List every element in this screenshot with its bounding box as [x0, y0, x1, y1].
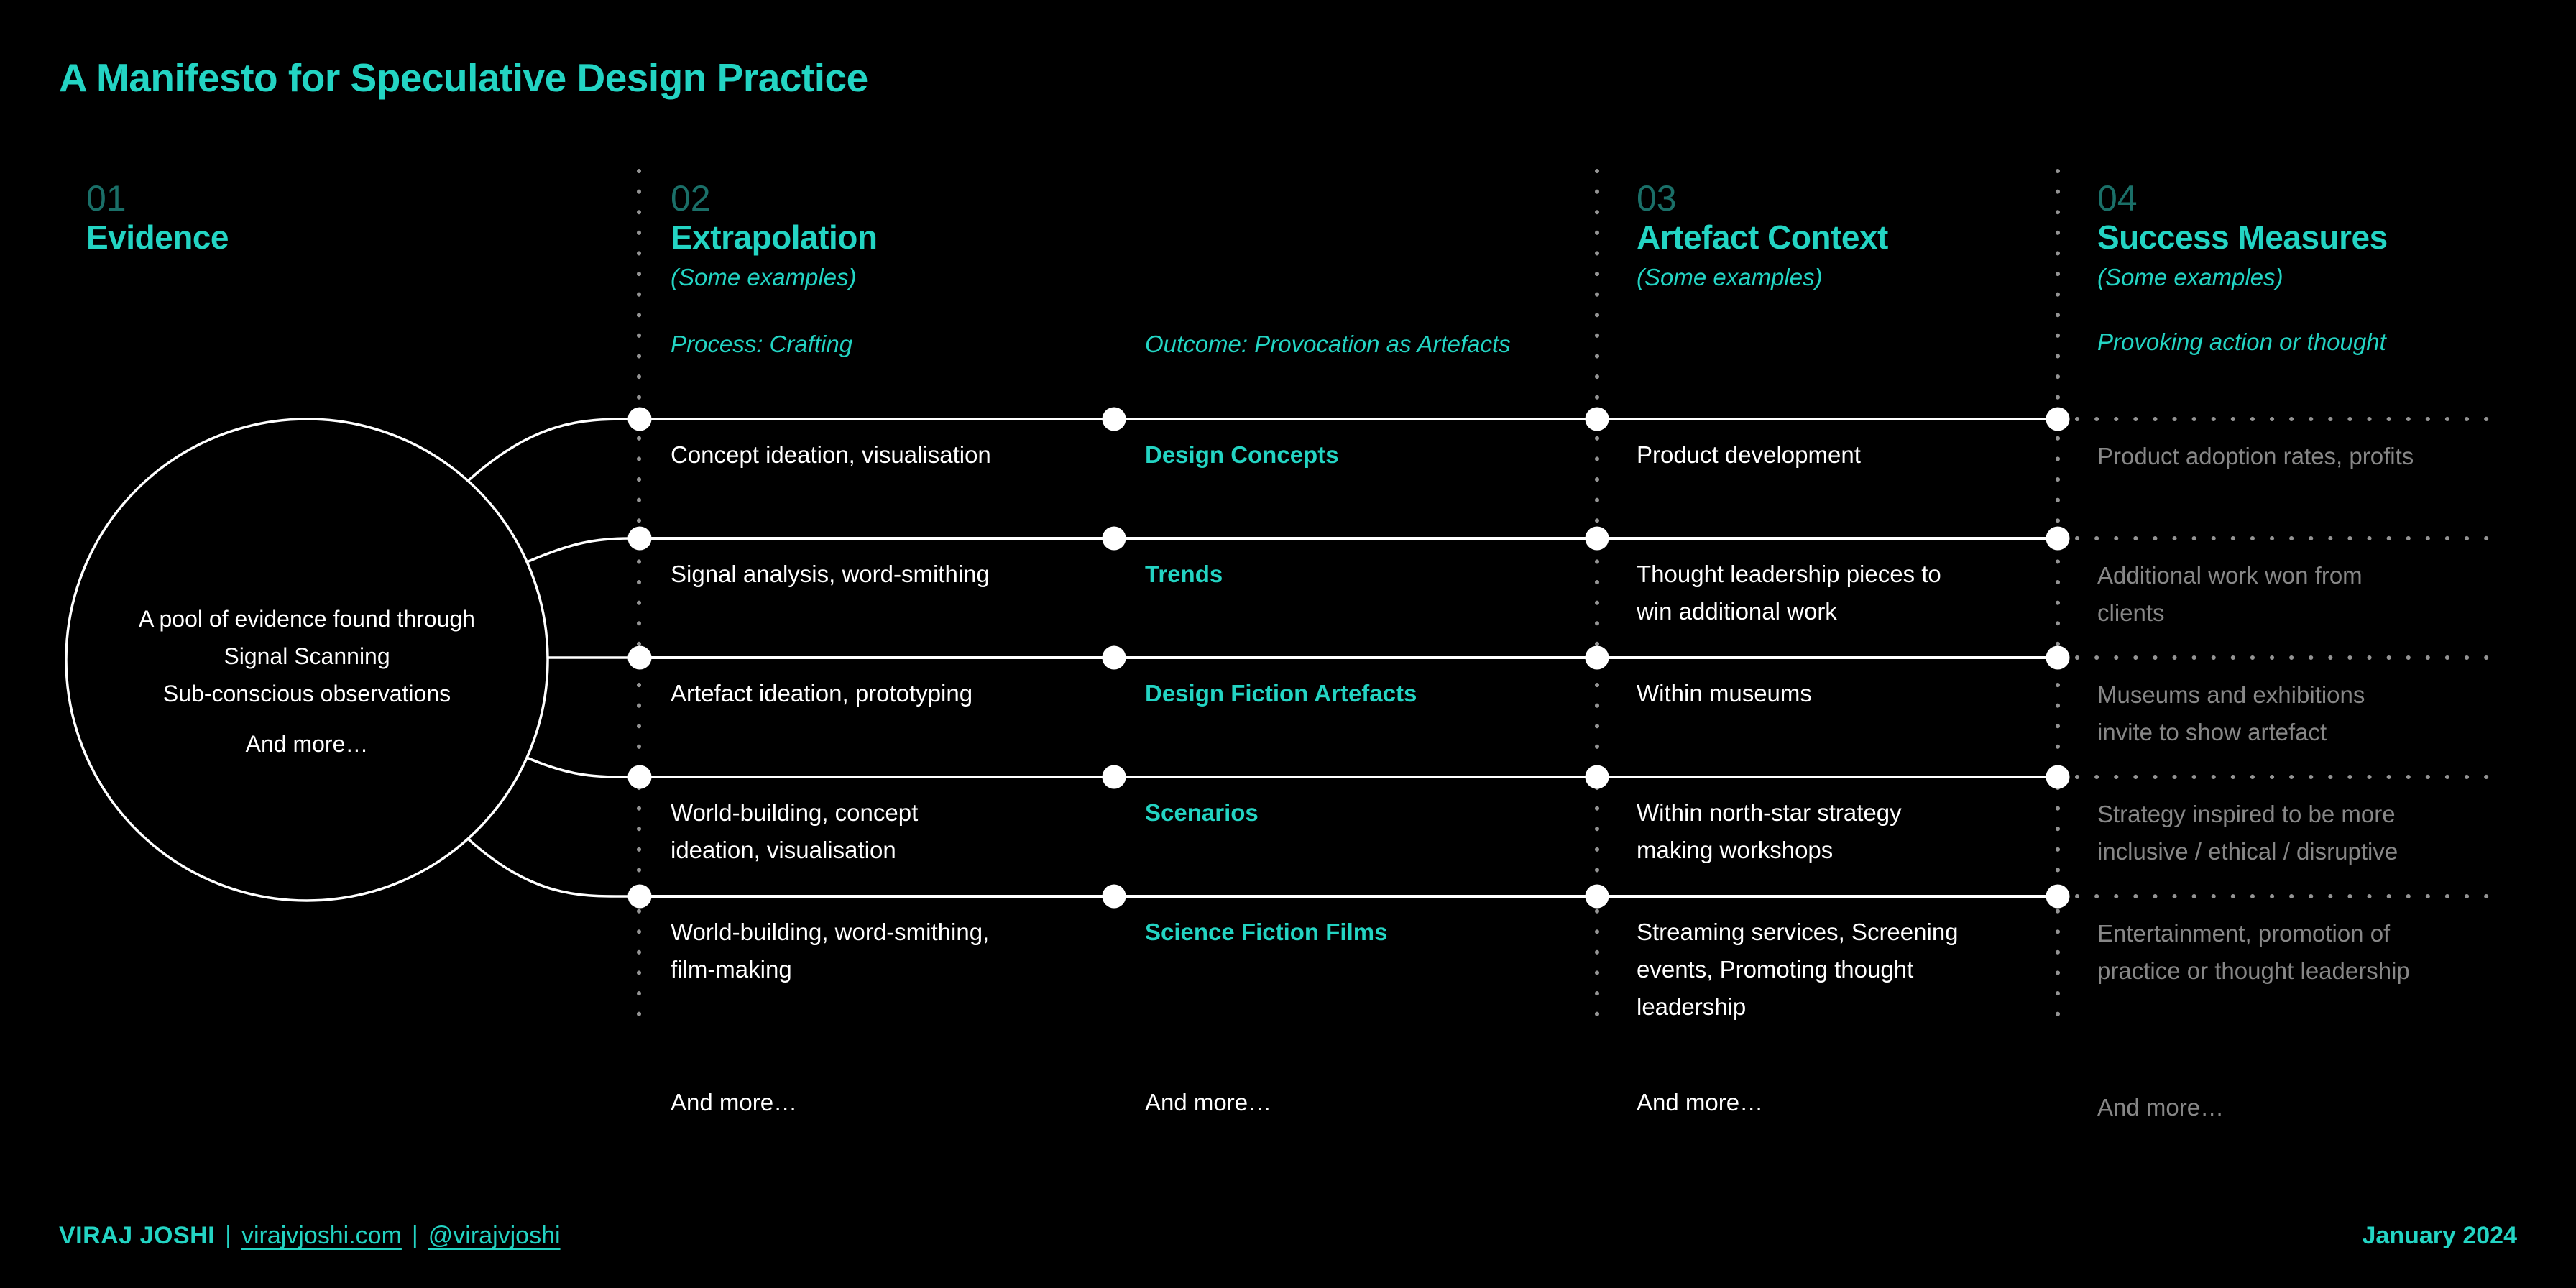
evidence-circle — [65, 418, 549, 902]
row-context-text: Thought leadership pieces to win additio… — [1637, 561, 1941, 625]
row-node — [1102, 407, 1126, 431]
row-node — [1102, 765, 1126, 789]
row-node — [627, 645, 652, 670]
row-node — [1585, 765, 1609, 789]
row-process-text: Signal analysis, word-smithing — [671, 561, 990, 587]
row-node — [2046, 407, 2070, 431]
row-outcome-text: Design Fiction Artefacts — [1145, 680, 1417, 707]
column-heading-extrapolation: Extrapolation — [671, 218, 878, 256]
process-sublabel: Process: Crafting — [671, 331, 853, 357]
connector-row-1 — [466, 418, 630, 482]
column-note-success-measures: (Some examples) — [2097, 264, 2283, 290]
column-number-artefact-context: 03 — [1637, 178, 1677, 218]
column-number-extrapolation: 02 — [671, 178, 711, 218]
row-process-text: Concept ideation, visualisation — [671, 441, 991, 468]
row-node — [627, 765, 652, 789]
and-more-process: And more… — [671, 1089, 798, 1116]
row-process-text: Artefact ideation, prototyping — [671, 680, 973, 707]
evidence-circle-text: A pool of evidence found through Signal … — [63, 600, 551, 763]
row-context-text: Within museums — [1637, 680, 1812, 707]
evidence-line: Sub-conscious observations — [162, 681, 451, 707]
footer-separator: | — [225, 1222, 231, 1249]
row-outcome-text: Trends — [1145, 561, 1223, 587]
row-node — [2046, 884, 2070, 908]
row-measure-text: Museums and exhibitions invite to show a… — [2097, 681, 2365, 745]
and-more-measure: And more… — [2097, 1094, 2225, 1121]
social-handle-link[interactable]: @virajvjoshi — [428, 1222, 561, 1249]
connector-row-5 — [466, 837, 630, 898]
evidence-line: A pool of evidence found through — [139, 606, 475, 632]
row-node — [627, 884, 652, 908]
row-node — [2046, 526, 2070, 551]
row-measure-text: Product adoption rates, profits — [2097, 443, 2414, 469]
connector-row-2 — [526, 537, 630, 564]
column-heading-evidence: Evidence — [86, 218, 229, 256]
website-link[interactable]: virajvjoshi.com — [241, 1222, 402, 1249]
row-outcome-text: Design Concepts — [1145, 441, 1339, 468]
column-note-artefact-context: (Some examples) — [1637, 264, 1823, 290]
row-process-text: World-building, concept ideation, visual… — [671, 799, 919, 863]
row-node — [1585, 407, 1609, 431]
author-name: VIRAJ JOSHI — [59, 1222, 216, 1249]
column-heading-artefact-context: Artefact Context — [1637, 218, 1888, 256]
row-measure-text: Entertainment, promotion of practice or … — [2097, 920, 2410, 984]
outcome-sublabel: Outcome: Provocation as Artefacts — [1145, 331, 1511, 357]
footer-attribution: VIRAJ JOSHI | virajvjoshi.com | @virajvj… — [59, 1222, 561, 1250]
column-note-extrapolation: (Some examples) — [671, 264, 857, 290]
row-node — [1585, 526, 1609, 551]
row-node — [2046, 765, 2070, 789]
column-number-evidence: 01 — [86, 178, 126, 218]
row-outcome-text: Scenarios — [1145, 799, 1259, 826]
row-node — [627, 526, 652, 551]
column-number-success-measures: 04 — [2097, 178, 2138, 218]
row-node — [1102, 645, 1126, 670]
evidence-line: Signal Scanning — [224, 643, 390, 669]
row-context-text: Product development — [1637, 441, 1861, 468]
success-measures-sublabel: Provoking action or thought — [2097, 328, 2386, 355]
row-node — [1585, 645, 1609, 670]
row-context-text: Streaming services, Screening events, Pr… — [1637, 919, 1959, 1020]
page-title: A Manifesto for Speculative Design Pract… — [59, 55, 868, 100]
row-outcome-text: Science Fiction Films — [1145, 919, 1388, 945]
footer-separator: | — [411, 1222, 418, 1249]
row-node — [1102, 526, 1126, 551]
row-measure-text: Strategy inspired to be more inclusive /… — [2097, 801, 2398, 865]
row-context-text: Within north-star strategy making worksh… — [1637, 799, 1902, 863]
footer-date: January 2024 — [2362, 1222, 2518, 1249]
row-node — [627, 407, 652, 431]
evidence-more: And more… — [245, 731, 369, 757]
row-process-text: World-building, word-smithing, film-maki… — [671, 919, 990, 983]
row-measure-text: Additional work won from clients — [2097, 562, 2363, 626]
and-more-outcome: And more… — [1145, 1089, 1272, 1116]
row-node — [1102, 884, 1126, 908]
row-node — [2046, 645, 2070, 670]
row-node — [1585, 884, 1609, 908]
connector-row-4 — [526, 756, 630, 778]
column-heading-success-measures: Success Measures — [2097, 218, 2388, 256]
and-more-context: And more… — [1637, 1089, 1764, 1116]
